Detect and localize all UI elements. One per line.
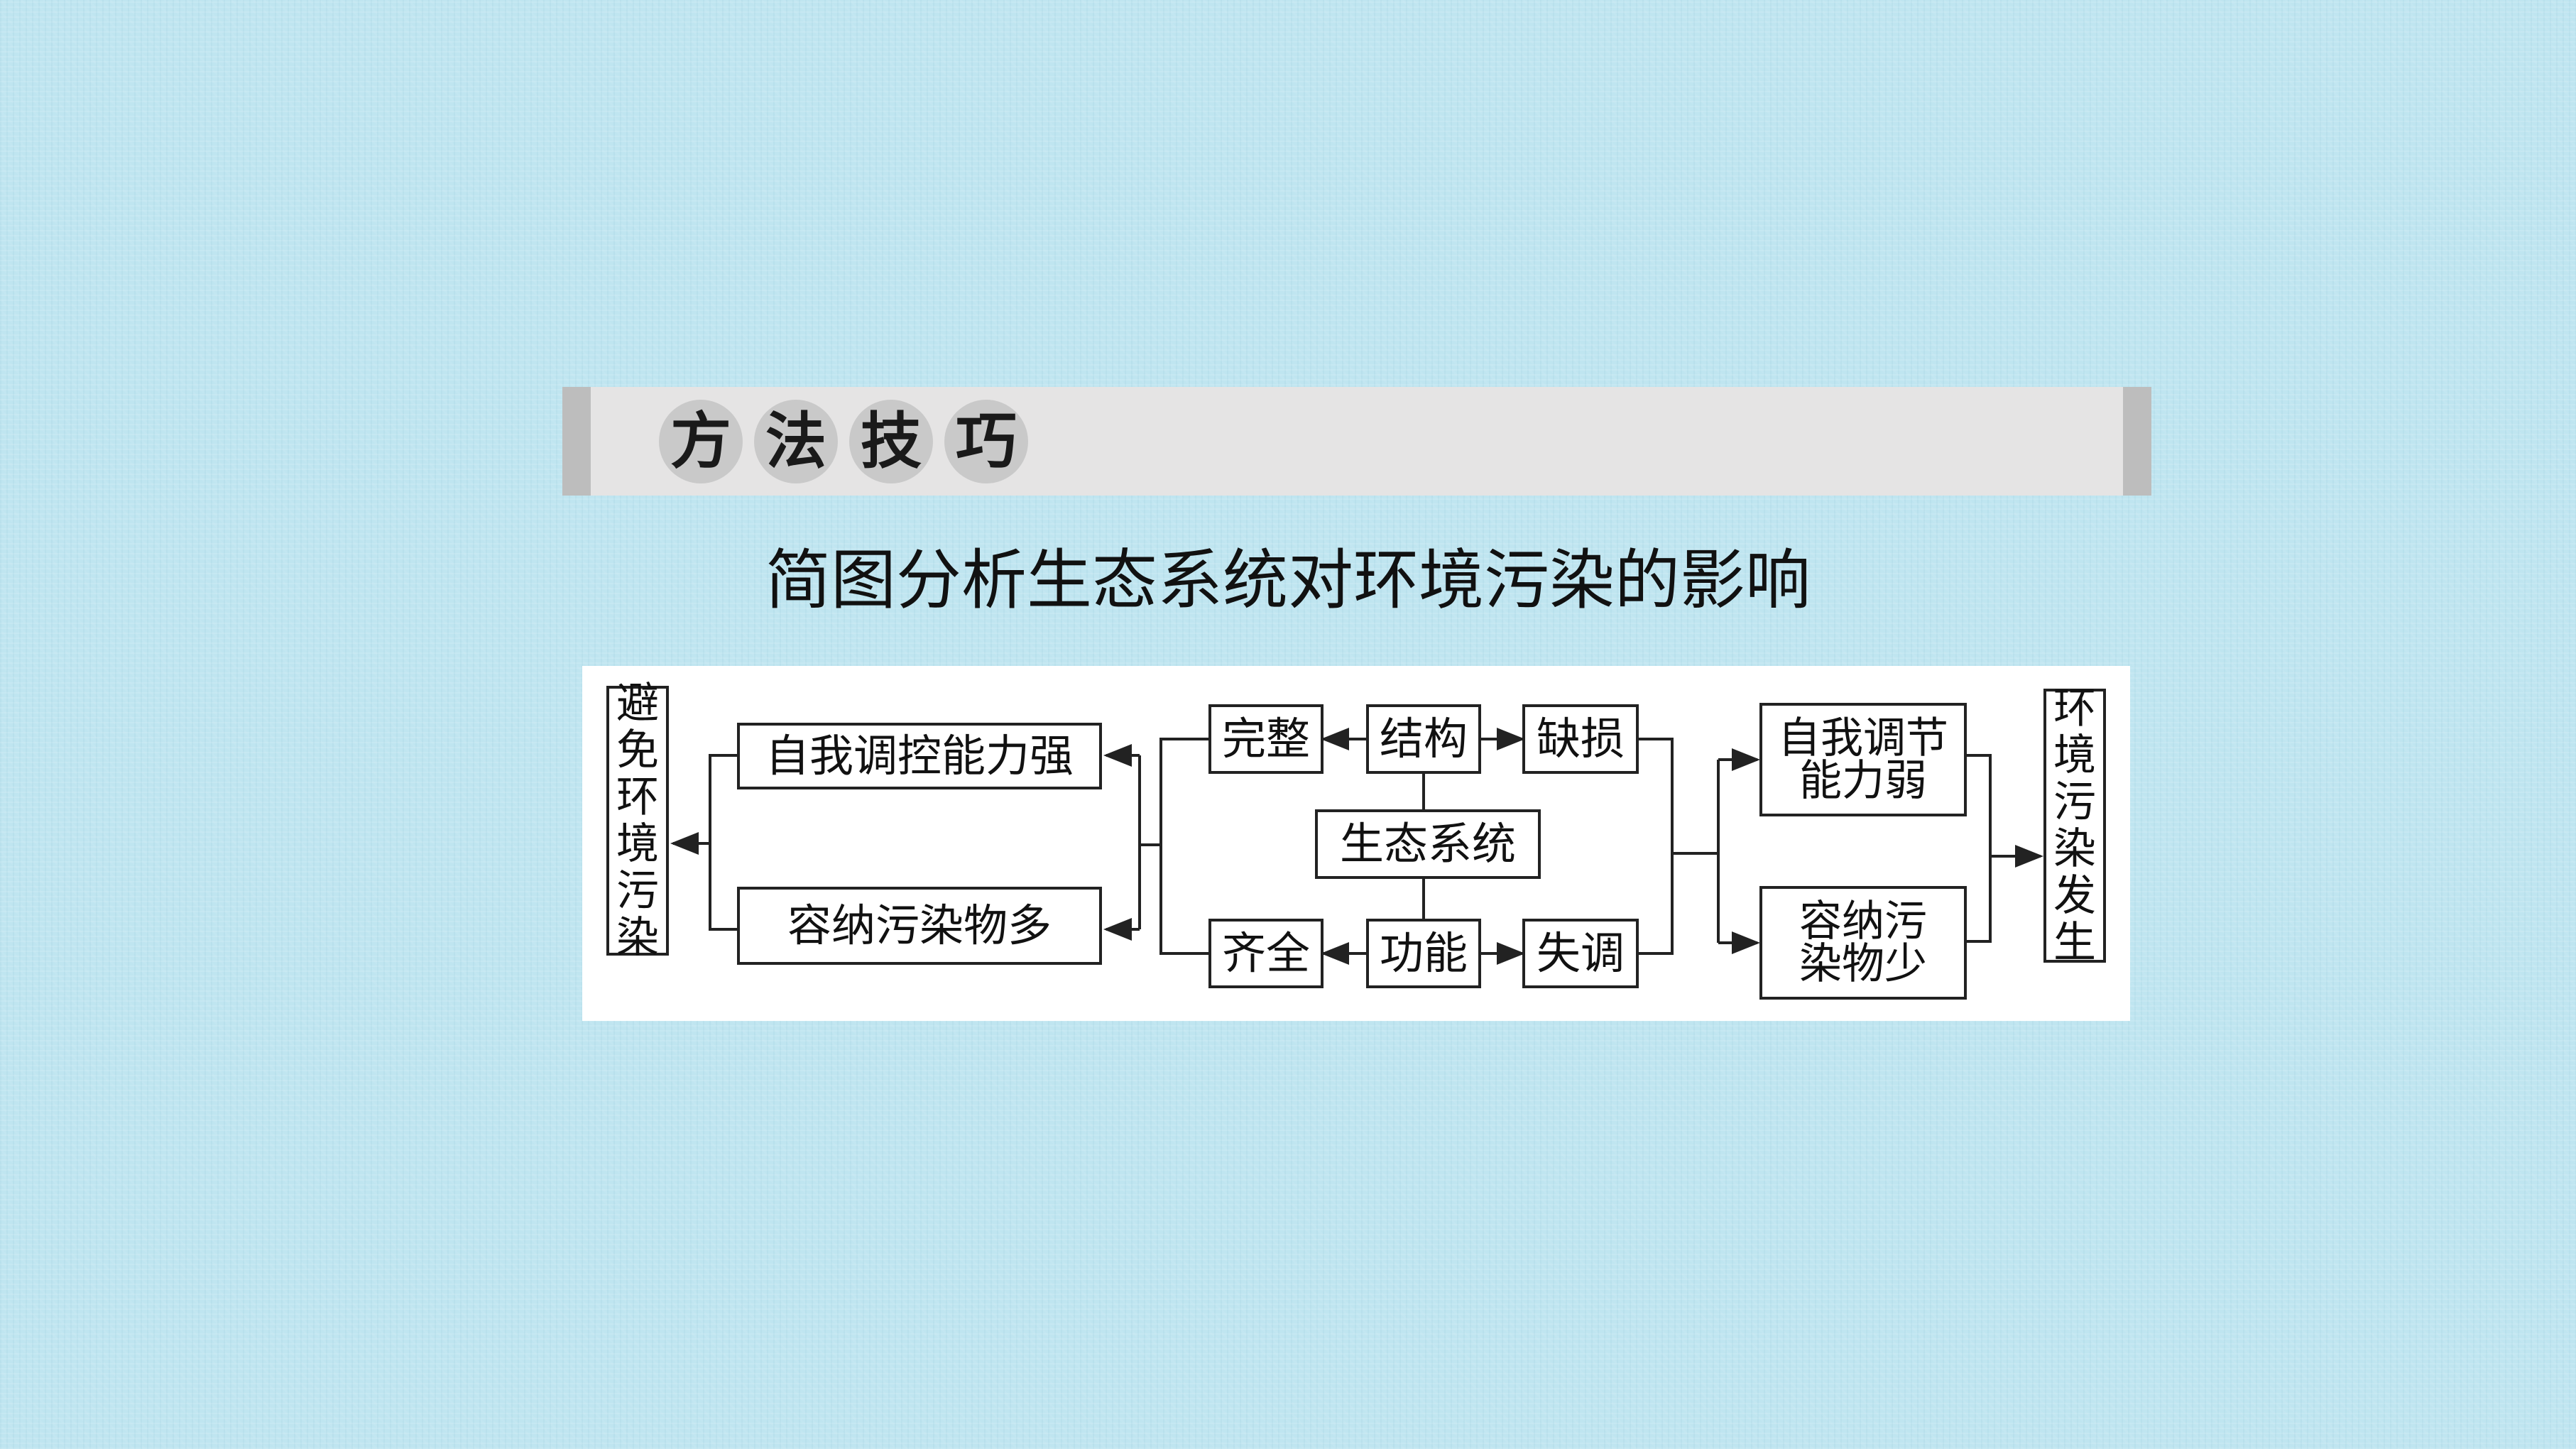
banner-char-2: 法 xyxy=(754,400,838,483)
occur-char: 生 xyxy=(2053,918,2096,968)
ecosystem-box: 生态系统 xyxy=(1315,809,1541,879)
bracket-left-results xyxy=(709,754,737,931)
banner-char-1: 方 xyxy=(659,400,743,483)
bracket-right-results xyxy=(1967,754,1992,943)
occur-char: 污 xyxy=(2053,777,2096,827)
little-capacity-box: 容纳污 染物少 xyxy=(1759,886,1967,1000)
defect-box: 缺损 xyxy=(1522,704,1639,774)
function-box: 功能 xyxy=(1366,919,1481,988)
avoid-char: 境 xyxy=(616,819,659,869)
avoid-char: 环 xyxy=(616,772,659,822)
pollution-occurs-box: 环 境 污 染 发 生 xyxy=(2043,685,2106,968)
occur-char: 染 xyxy=(2053,824,2096,874)
intact-box: 完整 xyxy=(1208,704,1324,774)
avoid-char: 避 xyxy=(616,679,659,728)
avoid-char: 污 xyxy=(616,866,659,916)
avoid-pollution-box: 避 免 环 境 污 染 xyxy=(606,680,669,961)
much-capacity-box: 容纳污染物多 xyxy=(737,887,1102,965)
slide-subtitle: 简图分析生态系统对环境污染的影响 xyxy=(765,542,1811,618)
avoid-char: 免 xyxy=(616,726,659,775)
strong-regulation-box: 自我调控能力强 xyxy=(737,723,1102,789)
structure-box: 结构 xyxy=(1366,704,1481,774)
occur-char: 环 xyxy=(2053,684,2096,733)
complete-box: 齐全 xyxy=(1208,919,1324,988)
method-banner: 方 法 技 巧 xyxy=(562,387,2151,496)
diagram-panel: 避 免 环 境 污 染 自我调控能力强 容纳污染物多 完整 结构 缺损 生态系统… xyxy=(582,666,2130,1021)
banner-char-4: 巧 xyxy=(944,400,1028,483)
banner-char-3: 技 xyxy=(849,400,933,483)
imbalance-box: 失调 xyxy=(1522,919,1639,988)
bracket-defect-imbalance xyxy=(1639,738,1674,955)
diagram-connectors xyxy=(670,728,2043,965)
occur-char: 发 xyxy=(2053,871,2096,921)
occur-char: 境 xyxy=(2053,731,2096,780)
weak-regulation-box: 自我调节 能力弱 xyxy=(1759,703,1967,816)
avoid-char: 染 xyxy=(616,913,659,963)
bracket-intact-complete xyxy=(1159,738,1208,955)
